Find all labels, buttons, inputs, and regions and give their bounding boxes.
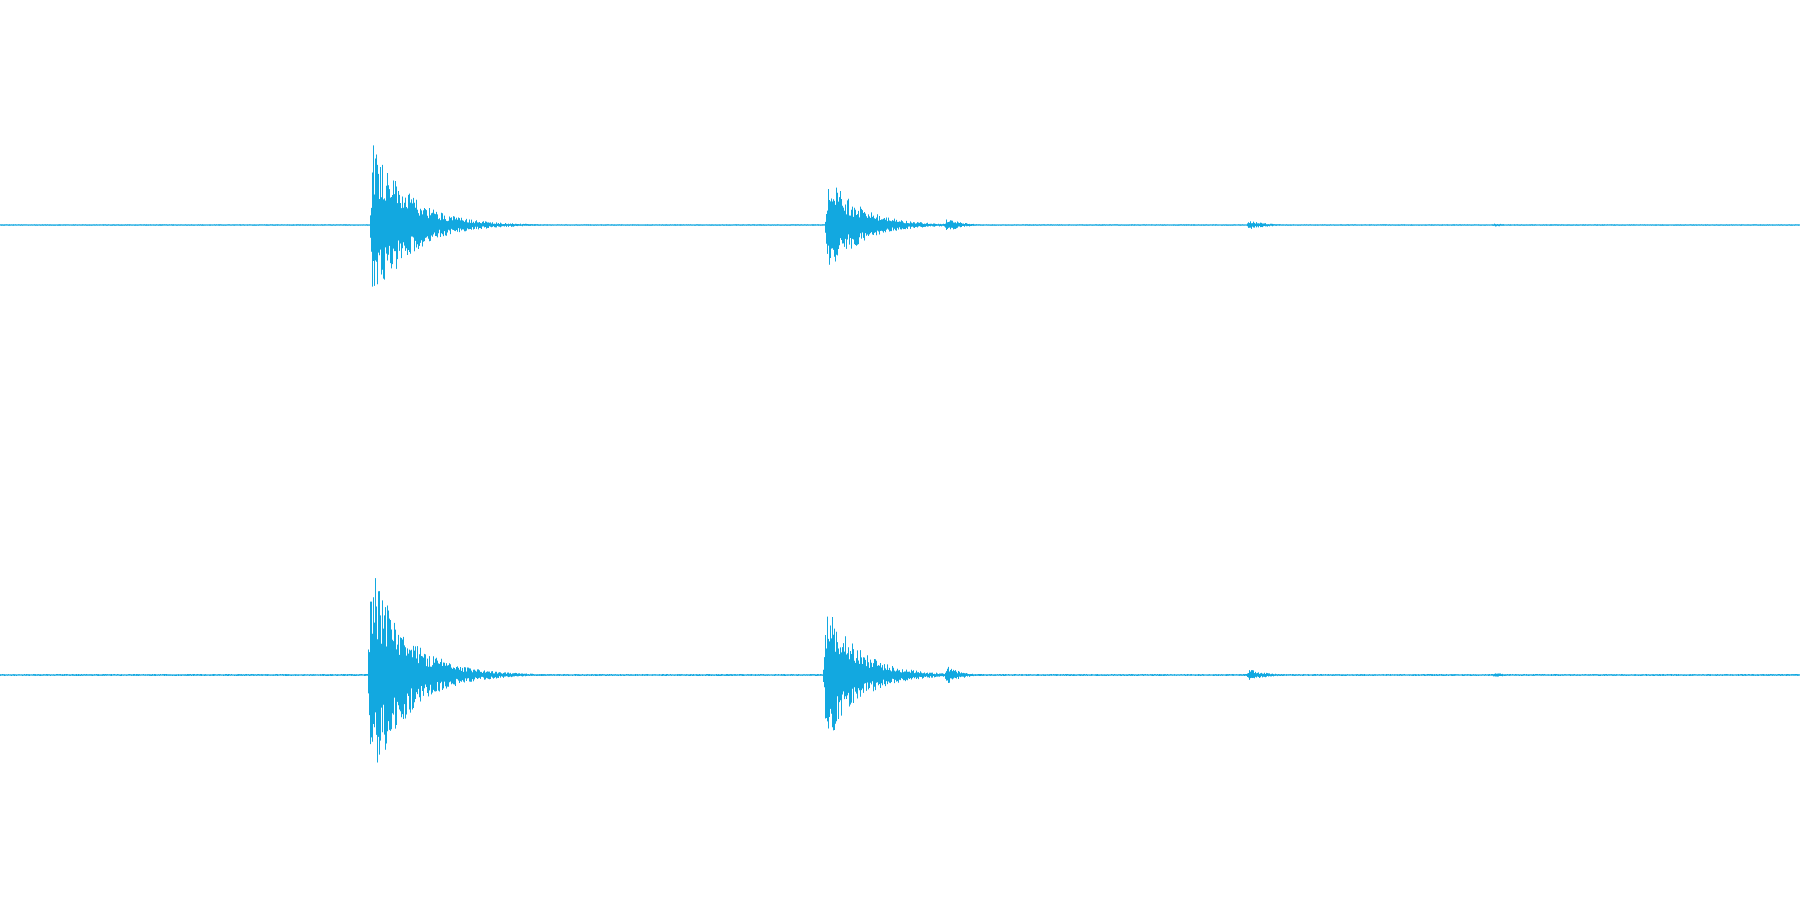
channel-2-waveform[interactable]	[0, 578, 1800, 763]
channel-1-waveform[interactable]	[0, 145, 1800, 287]
